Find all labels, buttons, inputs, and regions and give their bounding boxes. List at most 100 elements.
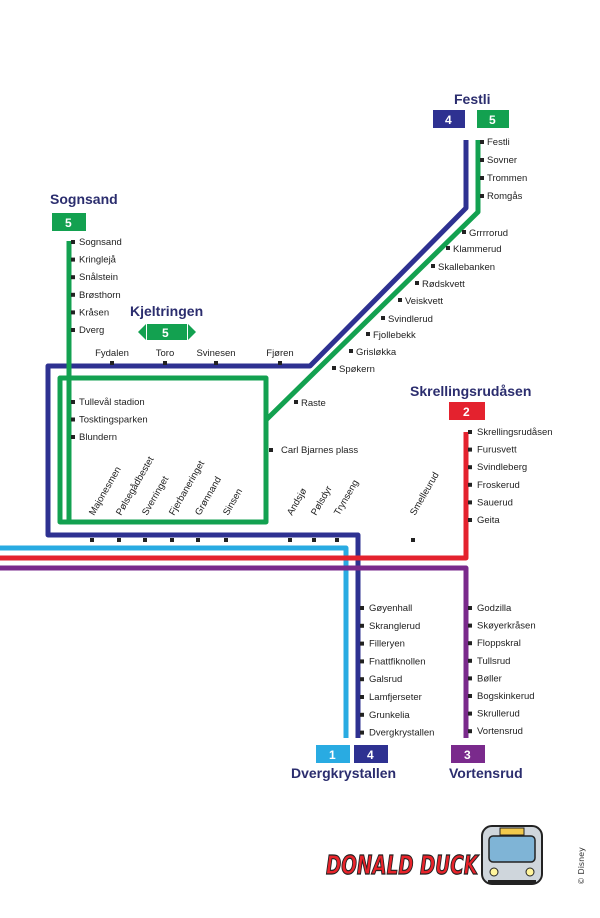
station-label: Smelleurud [408, 470, 442, 517]
terminal-dvergkrystallen[interactable]: 1 4 Dvergkrystallen [291, 745, 396, 781]
station[interactable]: Grønnand [193, 475, 224, 542]
terminal-name: Dvergkrystallen [291, 765, 396, 781]
station[interactable]: Svinesen [196, 348, 236, 365]
station-marker [110, 361, 114, 365]
station[interactable]: Tullsrud [468, 656, 510, 667]
station[interactable]: Trommen [480, 173, 527, 184]
station[interactable]: Smelleurud [408, 470, 442, 542]
station[interactable]: Skallebanken [431, 262, 495, 273]
station[interactable]: Skranglerud [360, 621, 420, 632]
station-marker [349, 349, 353, 353]
station-label: Trommen [487, 173, 527, 184]
station[interactable]: Rødskvett [415, 279, 465, 290]
station[interactable]: Sovner [480, 155, 517, 166]
station[interactable]: Geita [468, 515, 500, 526]
station[interactable]: Furusvett [468, 445, 517, 456]
terminal-festli[interactable]: Festli 4 5 [433, 91, 509, 128]
station[interactable]: Galsrud [360, 674, 402, 685]
station[interactable]: Filleryen [360, 639, 405, 650]
station-marker [294, 400, 298, 404]
station[interactable]: Bøller [468, 673, 502, 684]
station[interactable]: Fjollebekk [366, 330, 416, 341]
station[interactable]: Skøyerkråsen [468, 621, 536, 632]
station[interactable]: Tosktingsparken [71, 415, 148, 426]
station-label: Sognsand [79, 237, 122, 248]
station-marker [411, 538, 415, 542]
line-badge-5 [477, 110, 509, 128]
station[interactable]: Romgås [480, 191, 523, 202]
station-label: Galsrud [369, 674, 402, 685]
station[interactable]: Kringlejå [71, 255, 117, 266]
station[interactable]: Sauerud [468, 497, 513, 508]
arrow-right-icon [188, 324, 196, 340]
station[interactable]: Dvergkrystallen [360, 728, 434, 739]
station-marker [462, 230, 466, 234]
station-marker [398, 298, 402, 302]
station[interactable]: Grunkelia [360, 710, 410, 721]
station-marker [468, 711, 472, 716]
station-marker [332, 366, 336, 370]
station-label: Spøkern [339, 364, 375, 375]
station-marker [196, 538, 200, 542]
station-label: Skrellingsrudåsen [477, 427, 553, 438]
station[interactable]: Brøsthorn [71, 290, 121, 301]
station[interactable]: Fydalen [95, 348, 129, 365]
station-label: Grønnand [193, 475, 224, 518]
station-label: Blundern [79, 432, 117, 443]
station[interactable]: Skrullerud [468, 709, 520, 720]
station-marker [468, 729, 472, 734]
station[interactable]: Tullevål stadion [71, 397, 145, 408]
station[interactable]: Kråsen [71, 307, 109, 318]
station-label: Dverg [79, 325, 104, 336]
station[interactable]: Veiskvett [398, 296, 443, 307]
station[interactable]: Snålstein [71, 272, 118, 283]
station[interactable]: Floppskral [468, 638, 521, 649]
station[interactable]: Raste [294, 398, 326, 409]
station[interactable]: Sverringet [140, 474, 171, 542]
station[interactable]: Svindleberg [468, 462, 527, 473]
station-label: Dvergkrystallen [369, 728, 434, 739]
station[interactable]: Festli [480, 137, 510, 148]
station-label: Fnattfiknollen [369, 656, 426, 667]
terminal-kjeltringen[interactable]: Kjeltringen 5 [130, 303, 203, 340]
station[interactable]: Grrrrorud [462, 228, 508, 239]
station[interactable]: Fjøren [266, 348, 294, 365]
station-marker [117, 538, 121, 542]
station[interactable]: Svindlerud [381, 314, 433, 325]
terminal-skrellingsrudasen[interactable]: Skrellingsrudåsen 2 [410, 383, 531, 420]
station-label: Fydalen [95, 348, 129, 359]
station[interactable]: Froskerud [468, 480, 520, 491]
station[interactable]: Klammerud [446, 244, 502, 255]
station[interactable]: Trynseng [332, 478, 361, 542]
station[interactable]: Toro [156, 348, 174, 365]
station-label: Festli [487, 137, 510, 148]
station[interactable]: Lamfjerseter [360, 692, 422, 703]
station[interactable]: Gøyenhall [360, 603, 412, 614]
station-label: Sovner [487, 155, 517, 166]
station-label: Romgås [487, 191, 523, 202]
station[interactable]: Bogskinkerud [468, 691, 535, 702]
station[interactable]: Fnattfiknollen [360, 656, 426, 667]
station[interactable]: Spøkern [332, 364, 375, 375]
stations-layer: FestliSovnerTrommenRomgåsGrrrrorudKlamme… [71, 137, 553, 739]
terminal-sognsand[interactable]: Sognsand 5 [50, 191, 118, 231]
station[interactable]: Carl Bjarnes plass [269, 445, 358, 456]
station-label: Rødskvett [422, 279, 465, 290]
station[interactable]: Godzilla [468, 603, 512, 614]
badge-label: 4 [367, 748, 374, 762]
terminal-vortensrud[interactable]: 3 Vortensrud [449, 745, 523, 781]
station[interactable]: Dverg [71, 325, 104, 336]
station[interactable]: Blundern [71, 432, 117, 443]
terminal-name: Festli [454, 91, 491, 107]
station[interactable]: Grisløkka [349, 347, 397, 358]
station-label: Raste [301, 398, 326, 409]
station[interactable]: Skrellingsrudåsen [468, 427, 553, 438]
station-marker [468, 641, 472, 646]
station[interactable]: Sognsand [71, 237, 122, 248]
station-marker [360, 659, 364, 664]
station[interactable]: Vortensrud [468, 726, 523, 737]
badge-label: 5 [489, 113, 496, 127]
station-marker [468, 694, 472, 698]
station-label: Sauerud [477, 497, 513, 508]
station-label: Tosktingsparken [79, 415, 148, 426]
